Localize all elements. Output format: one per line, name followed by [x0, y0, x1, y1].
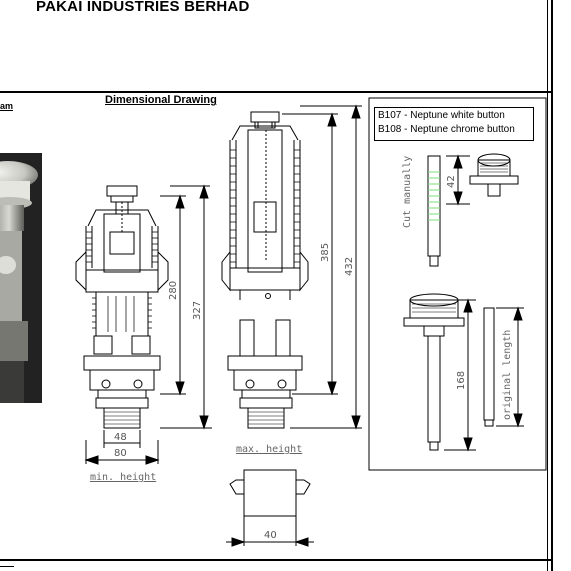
cut-manually-label: Cut manually [402, 156, 413, 228]
frame-right-inner-line [547, 0, 548, 571]
dim-80: 80 [114, 448, 127, 459]
button-legend-box: B107 - Neptune white button B108 - Neptu… [374, 107, 534, 141]
valve-max-height [221, 111, 309, 429]
dim-432: 432 [344, 257, 355, 276]
legend-b108: B108 - Neptune chrome button [378, 124, 515, 135]
button-large-detail [403, 293, 476, 452]
base-detail [226, 469, 314, 547]
dim-168: 168 [456, 371, 467, 390]
original-length-rod [483, 306, 524, 428]
dim-48: 48 [114, 432, 127, 443]
frame-bottom-tick [0, 566, 14, 567]
max-height-label: max. height [236, 444, 302, 455]
product-photo-image [0, 153, 42, 403]
valve-min-height [75, 185, 169, 429]
dim-280: 280 [168, 281, 179, 300]
button-small-detail [446, 153, 519, 206]
frame-bottom-line [0, 559, 553, 561]
min-height-dimensions [84, 184, 212, 465]
company-title: PAKAI INDUSTRIES BERHAD [36, 0, 250, 15]
dim-42: 42 [446, 175, 457, 188]
original-length-label: original length [502, 330, 513, 420]
dim-327: 327 [192, 301, 203, 320]
min-height-label: min. height [90, 472, 156, 483]
dimensional-drawing-title: Dimensional Drawing [105, 94, 217, 106]
legend-b107: B107 - Neptune white button [378, 110, 505, 121]
frame-right-line [551, 0, 553, 571]
frame-top-line [0, 91, 553, 93]
dim-40: 40 [264, 530, 277, 541]
dim-385: 385 [320, 243, 331, 262]
button-panel-frame [368, 97, 547, 471]
max-height-dimensions [282, 104, 362, 430]
partial-section-label: am [0, 101, 14, 111]
product-photo [0, 153, 42, 403]
cut-rod [427, 155, 441, 267]
